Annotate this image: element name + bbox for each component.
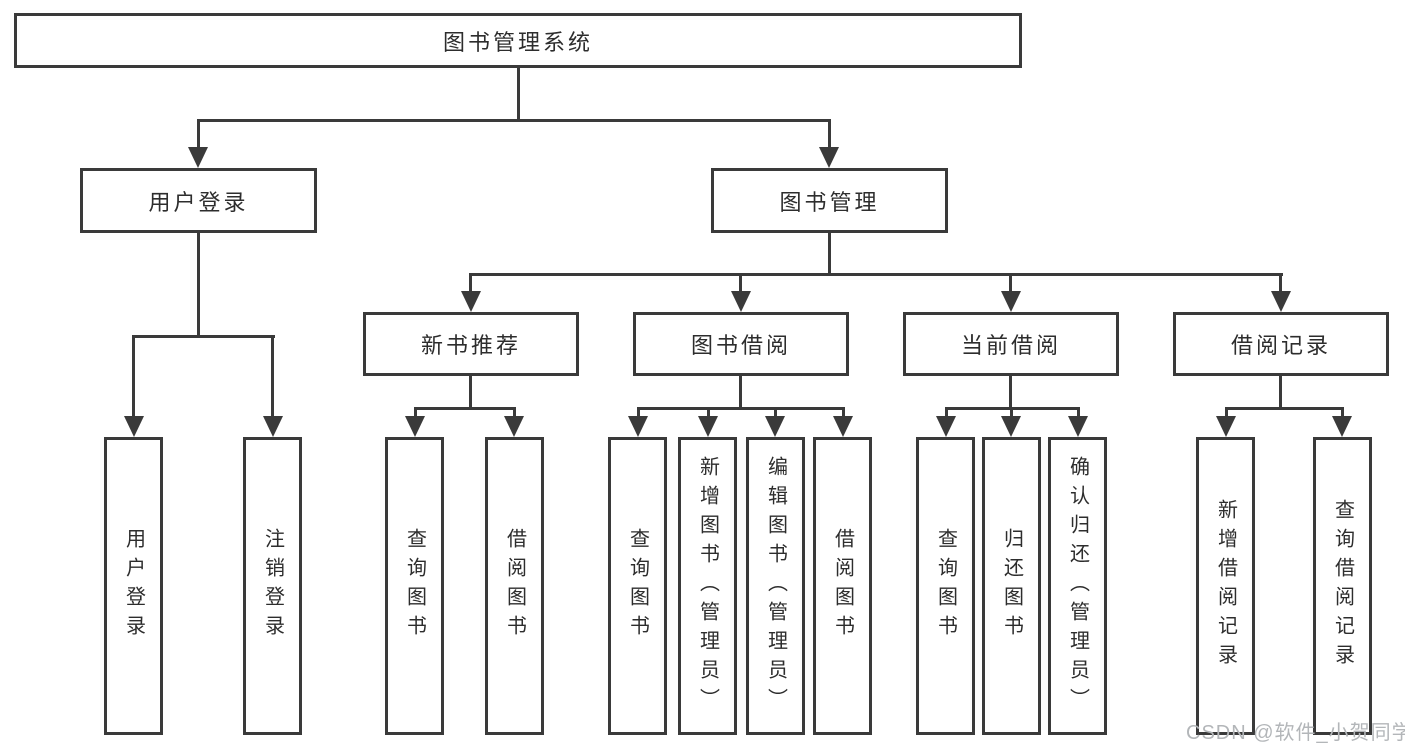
arrow-head-icon [405,416,425,437]
connector-drop-leaf [774,409,777,419]
leaf-logout: 注销登录 [243,437,302,735]
node-label: 注销登录 [261,528,284,644]
arrow-head-icon [1332,416,1352,437]
node-label: 新增借阅记录 [1214,499,1237,673]
node-label: 用户登录 [148,189,249,215]
arrow-head-icon [1216,416,1236,437]
connector-drop-leaf [1077,409,1080,419]
node-label: 查询借阅记录 [1331,499,1354,673]
connector-level2-branch [197,119,831,122]
node-label: 编辑图书（管理员） [764,455,787,717]
arrow-head-icon [263,416,283,437]
node-label: 新书推荐 [420,333,521,358]
arrow-head-icon [698,416,718,437]
connector-branch-bookborrow [637,407,845,410]
node-label: 图书管理系统 [442,29,593,55]
connector-level3-branch [469,273,1283,276]
connector-drop-leaf [707,409,710,419]
connector-drop-level3 [739,275,742,292]
connector-drop-leaf [271,337,274,418]
node-label: 借阅记录 [1230,333,1331,358]
node-label: 用户登录 [122,528,145,644]
node-root-library-system: 图书管理系统 [14,13,1022,68]
node-label: 借阅图书 [503,528,526,644]
node-book-management: 图书管理 [711,168,948,233]
connector-trunk-newbook [469,376,472,409]
connector-drop-leaf [1225,409,1228,419]
node-book-borrow: 图书借阅 [633,312,849,376]
arrow-head-icon [461,291,481,312]
connector-drop-book-mgmt [828,121,831,149]
leaf-borrow-books-recommend: 借阅图书 [485,437,544,735]
leaf-query-books-current: 查询图书 [916,437,975,735]
connector-drop-leaf [513,409,516,419]
connector-userlogin-branch [132,335,275,338]
arrow-head-icon [819,147,839,168]
csdn-watermark: CSDN @软件_小贺同学 [1186,722,1405,744]
connector-drop-user-login [197,121,200,149]
connector-drop-level3 [1279,275,1282,292]
leaf-query-books-borrow: 查询图书 [608,437,667,735]
leaf-add-book-admin: 新增图书（管理员） [678,437,737,735]
leaf-return-book: 归还图书 [982,437,1041,735]
leaf-borrow-books: 借阅图书 [813,437,872,735]
connector-drop-leaf [132,337,135,418]
node-label: 查询图书 [403,528,426,644]
arrow-head-icon [731,291,751,312]
node-label: 查询图书 [934,528,957,644]
connector-branch-currentborrow [945,407,1080,410]
connector-trunk-currentborrow [1009,376,1012,409]
node-current-borrow: 当前借阅 [903,312,1119,376]
leaf-user-login: 用户登录 [104,437,163,735]
node-label: 新增图书（管理员） [696,455,719,717]
connector-drop-leaf [945,409,948,419]
node-borrow-records: 借阅记录 [1173,312,1389,376]
node-label: 归还图书 [1000,528,1023,644]
leaf-query-borrow-record: 查询借阅记录 [1313,437,1372,735]
connector-trunk-bookborrow [739,376,742,409]
connector-drop-leaf [1010,409,1013,419]
connector-drop-leaf [414,409,417,419]
arrow-head-icon [188,147,208,168]
node-label: 图书借阅 [690,333,791,358]
arrow-head-icon [1068,416,1088,437]
leaf-add-borrow-record: 新增借阅记录 [1196,437,1255,735]
arrow-head-icon [833,416,853,437]
arrow-head-icon [124,416,144,437]
node-label: 借阅图书 [831,528,854,644]
arrow-head-icon [1271,291,1291,312]
connector-bookmgmt-trunk [828,233,831,275]
arrow-head-icon [504,416,524,437]
arrow-head-icon [1001,291,1021,312]
connector-drop-level3 [469,275,472,292]
connector-branch-borrowrecords [1225,407,1344,410]
connector-drop-level3 [1009,275,1012,292]
node-user-login: 用户登录 [80,168,317,233]
connector-root-trunk [517,67,520,122]
arrow-head-icon [936,416,956,437]
arrow-head-icon [628,416,648,437]
connector-branch-newbook [414,407,516,410]
leaf-confirm-return-admin: 确认归还（管理员） [1048,437,1107,735]
node-new-book-recommend: 新书推荐 [363,312,579,376]
connector-trunk-borrowrecords [1279,376,1282,409]
leaf-edit-book-admin: 编辑图书（管理员） [746,437,805,735]
connector-drop-leaf [842,409,845,419]
node-label: 图书管理 [779,189,880,215]
arrow-head-icon [765,416,785,437]
leaf-query-books-recommend: 查询图书 [385,437,444,735]
arrow-head-icon [1001,416,1021,437]
connector-drop-leaf [1341,409,1344,419]
node-label: 确认归还（管理员） [1066,455,1089,717]
node-label: 查询图书 [626,528,649,644]
connector-userlogin-trunk [197,233,200,337]
node-label: 当前借阅 [960,333,1061,358]
connector-drop-leaf [637,409,640,419]
